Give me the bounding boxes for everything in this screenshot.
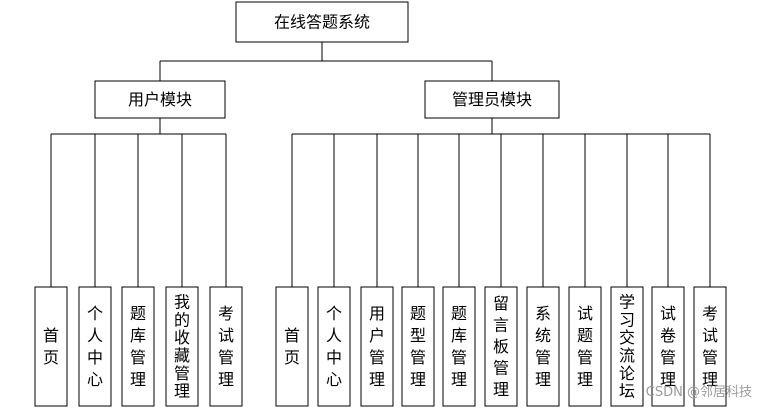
leaf-node-label-0-3: 我的收藏管理: [174, 292, 190, 400]
module-node-label-1: 管理员模块: [452, 90, 532, 109]
leaf-node-1-4: [442, 286, 476, 407]
leaf-node-label-1-9: 试卷管理: [660, 304, 676, 389]
leaf-node-label-1-5: 留言板管理: [493, 294, 509, 399]
leaf-node-0-4: [209, 286, 243, 407]
leaf-node-0-2: [121, 286, 155, 407]
leaf-node-label-0-4: 考试管理: [218, 304, 234, 389]
leaf-node-label-1-2: 用户管理: [369, 304, 385, 389]
leaf-node-label-1-0: 首页: [284, 326, 300, 367]
leaf-node-1-1: [317, 286, 351, 407]
leaf-node-0-1: [78, 286, 112, 407]
leaf-node-label-1-4: 题库管理: [451, 304, 467, 389]
leaf-node-label-1-6: 系统管理: [535, 304, 551, 389]
leaf-node-1-6: [526, 286, 560, 407]
leaf-node-label-0-0: 首页: [43, 326, 59, 367]
leaf-node-1-10: [693, 286, 727, 407]
module-node-1: [424, 80, 560, 119]
leaf-node-label-0-2: 题库管理: [130, 304, 146, 389]
watermark-text: CSDN @邻居科技: [646, 385, 752, 400]
leaf-node-0-3: [165, 286, 199, 407]
leaf-node-1-3: [401, 286, 435, 407]
leaf-node-label-0-1: 个人中心: [87, 304, 103, 389]
leaf-node-label-1-8: 学习交流论坛: [619, 292, 635, 400]
leaf-node-label-1-10: 考试管理: [702, 304, 718, 389]
leaf-node-1-8: [610, 286, 644, 407]
leaf-node-1-5: [484, 286, 518, 407]
leaf-node-1-7: [568, 286, 602, 407]
leaf-node-label-1-7: 试题管理: [577, 304, 593, 389]
module-node-0: [94, 80, 226, 119]
leaf-node-1-0: [275, 286, 309, 407]
leaf-node-1-2: [360, 286, 394, 407]
leaf-node-label-1-1: 个人中心: [326, 304, 342, 389]
leaf-node-label-1-3: 题型管理: [410, 304, 426, 389]
root-node-label: 在线答题系统: [274, 13, 370, 32]
leaf-node-1-9: [651, 286, 685, 407]
leaf-node-0-0: [34, 286, 68, 407]
module-node-label-0: 用户模块: [128, 90, 192, 109]
root-node: [235, 1, 409, 43]
